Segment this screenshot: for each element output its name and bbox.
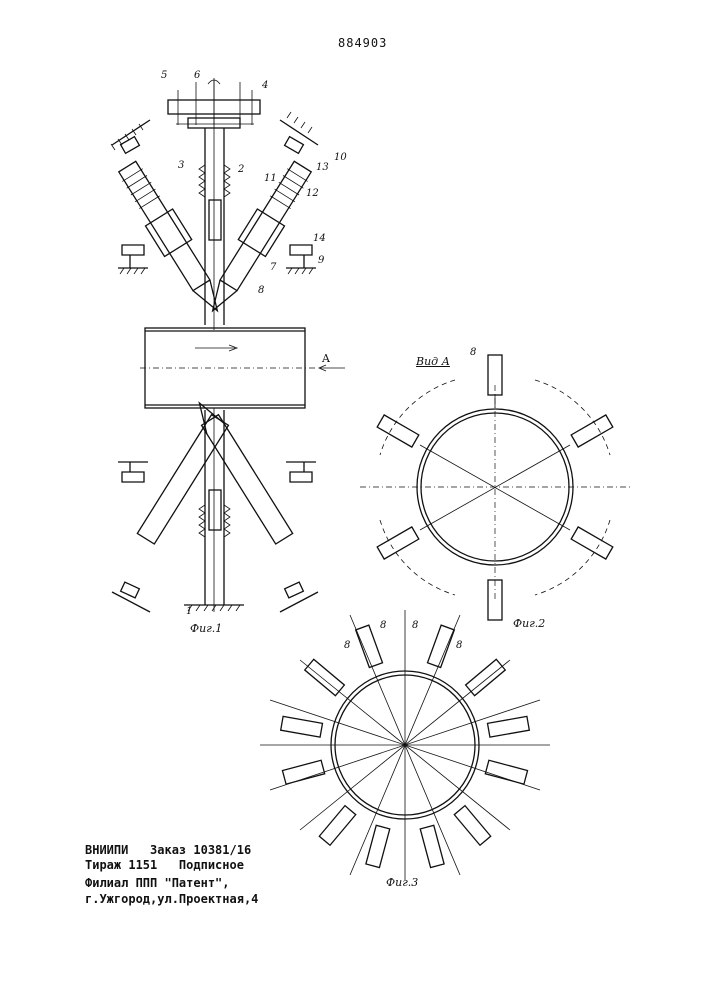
fig3-callout-8a: 8 <box>344 640 350 651</box>
callout-11: 11 <box>264 173 277 184</box>
fig3-drawing <box>260 610 550 880</box>
callout-1: 1 <box>186 606 192 617</box>
callout-6: 6 <box>194 70 200 81</box>
fig3-callout-8b: 8 <box>380 620 386 631</box>
fig3-callout-8c: 8 <box>412 620 418 631</box>
view-pointer-a: A <box>322 352 330 365</box>
imprint-line-1: ВНИИПИ Заказ 10381/16 <box>85 843 251 857</box>
fig3-callout-8d: 8 <box>456 640 462 651</box>
callout-8: 8 <box>258 285 264 296</box>
callout-4: 4 <box>262 80 268 91</box>
fig1-label: Фиг.1 <box>190 622 222 635</box>
callout-5: 5 <box>161 70 167 81</box>
fig1-drawing <box>111 78 345 612</box>
imprint-line-2: Тираж 1151 Подписное <box>85 858 244 872</box>
fig3-label: Фиг.3 <box>386 876 418 889</box>
imprint-line-3: Филиал ППП "Патент", <box>85 876 230 890</box>
callout-2: 2 <box>238 164 244 175</box>
callout-14: 14 <box>313 233 326 244</box>
callout-9: 9 <box>318 255 324 266</box>
callout-10: 10 <box>334 152 347 163</box>
callout-13: 13 <box>316 162 329 173</box>
fig2-view-label: Вид А <box>416 355 450 368</box>
fig2-callout-8: 8 <box>470 347 476 358</box>
callout-7: 7 <box>270 262 276 273</box>
callout-3: 3 <box>178 160 184 171</box>
fig2-label: Фиг.2 <box>513 617 545 630</box>
fig2-drawing <box>360 355 630 620</box>
callout-12: 12 <box>306 188 319 199</box>
imprint-line-4: г.Ужгород,ул.Проектная,4 <box>85 892 258 906</box>
